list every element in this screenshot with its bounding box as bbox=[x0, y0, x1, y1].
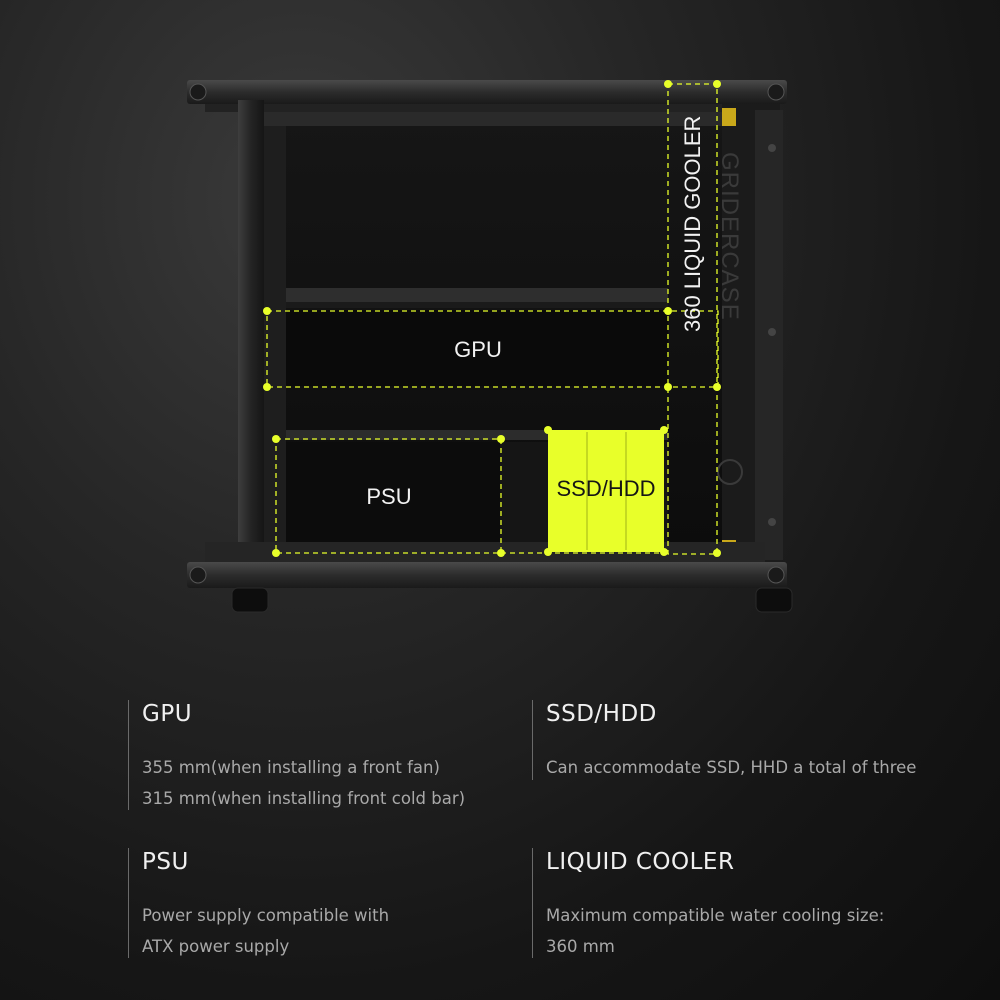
spec-psu: PSU Power supply compatible with ATX pow… bbox=[128, 848, 389, 958]
bottom-rail bbox=[187, 542, 787, 588]
middle-shelf-rail bbox=[286, 288, 668, 302]
cooler-zone-outline bbox=[667, 83, 718, 555]
gpu-card bbox=[286, 310, 668, 386]
ssd-hdd-block bbox=[548, 430, 664, 552]
spec-gpu-line-2: 315 mm(when installing front cold bar) bbox=[142, 789, 466, 808]
spec-gpu-line-1: 355 mm(when installing a front fan) bbox=[142, 758, 440, 777]
left-inner-post bbox=[264, 126, 286, 556]
zone-marker-dots bbox=[263, 80, 721, 557]
psu-zone-label: PSU bbox=[366, 484, 411, 509]
spec-psu-line-1: Power supply compatible with bbox=[142, 906, 390, 925]
top-rail bbox=[187, 80, 787, 126]
spec-gpu: GPU 355 mm(when installing a front fan) … bbox=[128, 700, 465, 810]
left-post bbox=[238, 100, 264, 568]
cooler-zone-label: 360 LIQUID GOOLER bbox=[680, 116, 705, 332]
psu-unit bbox=[286, 442, 500, 552]
gpu-zone-outline bbox=[266, 310, 719, 388]
gpu-zone-label: GPU bbox=[454, 337, 502, 362]
spec-cooler-line-2: 360 mm bbox=[546, 937, 615, 956]
brand-mark: GRIDERCASE bbox=[716, 152, 743, 321]
ssd-hdd-zone-label: SSD/HDD bbox=[556, 476, 655, 501]
spec-cooler: LIQUID COOLER Maximum compatible water c… bbox=[532, 848, 884, 958]
foot-left bbox=[231, 587, 269, 613]
spec-storage-line-1: Can accommodate SSD, HHD a total of thre… bbox=[546, 758, 917, 777]
spec-cooler-title: LIQUID COOLER bbox=[546, 849, 735, 875]
psu-zone-outline bbox=[275, 438, 502, 554]
pc-case-diagram: GRIDERCASE bbox=[187, 80, 793, 613]
spec-cooler-line-1: Maximum compatible water cooling size: bbox=[546, 906, 885, 925]
lower-shelf-rail bbox=[286, 430, 668, 440]
zone-overlays bbox=[266, 83, 719, 555]
spec-storage: SSD/HDD Can accommodate SSD, HHD a total… bbox=[532, 700, 916, 780]
right-side-panel bbox=[717, 104, 783, 566]
spec-psu-line-2: ATX power supply bbox=[142, 937, 290, 956]
foot-right bbox=[755, 587, 793, 613]
spec-psu-title: PSU bbox=[142, 849, 189, 875]
spec-gpu-title: GPU bbox=[142, 701, 193, 727]
spec-storage-title: SSD/HDD bbox=[546, 701, 657, 727]
